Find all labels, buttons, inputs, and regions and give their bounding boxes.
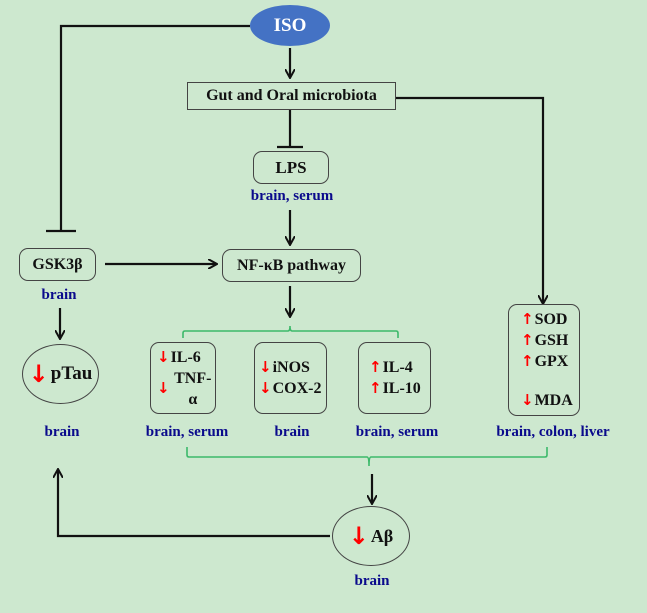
marker-row: ↓IL-6 [157,347,201,368]
marker-label: iNOS [272,359,310,376]
gsk3b-node: GSK3β [19,248,96,281]
marker-row: ↑SOD [521,309,567,330]
marker-row: ↓iNOS [259,357,310,378]
up-arrow-icon: ↑ [521,331,534,349]
marker-label: IL-6 [170,348,201,366]
down-arrow-icon: ↓ [259,358,272,376]
lps-node: LPS [253,151,329,184]
abeta-location: brain [354,573,390,589]
lps-label: LPS [275,157,307,177]
marker-label: GPX [534,353,569,370]
cytokines-down-location: brain, serum [145,424,229,440]
gsk3b-location: brain [41,287,77,303]
enzymes-down-node: ↓iNOS ↓COX-2 [254,342,327,414]
down-arrow-icon: ↓ [521,391,534,409]
edge-abeta-ptau [58,470,330,538]
microbiota-node: Gut and Oral microbiota [187,82,396,110]
marker-label: COX-2 [272,380,322,397]
down-arrow-icon: ↓ [259,379,272,397]
marker-row: ↓TNF-α [157,368,215,410]
marker-label: GSH [534,332,569,349]
marker-row: ↓COX-2 [259,378,321,399]
ptau-node: ↓ pTau [22,344,99,404]
marker-label: MDA [534,392,573,409]
marker-label: SOD [534,311,568,328]
marker-row: ↑GPX [521,351,568,372]
nfkb-label: NF-κB pathway [237,256,346,274]
down-arrow-icon: ↓ [28,360,49,388]
bracket-bottom [186,447,548,467]
abeta-label: Aβ [370,525,394,546]
oxidative-location: brain, colon, liver [496,424,610,440]
marker-row: ↓MDA [521,390,573,411]
marker-row: ↑IL-10 [369,378,421,399]
enzymes-down-location: brain [274,424,310,440]
down-arrow-icon: ↓ [348,522,369,550]
edge-iso-gsk3b [59,24,250,231]
cytokines-up-location: brain, serum [355,424,439,440]
marker-label: IL-4 [382,359,413,376]
up-arrow-icon: ↑ [369,358,382,376]
ptau-label: pTau [50,363,93,384]
iso-label: ISO [273,14,307,36]
up-arrow-icon: ↑ [521,352,534,370]
bracket-top [182,325,399,338]
ptau-location: brain [44,424,80,440]
lps-location: brain, serum [250,188,334,204]
abeta-node: ↓ Aβ [332,506,410,566]
down-arrow-icon: ↓ [157,347,170,366]
down-arrow-icon: ↓ [157,379,170,397]
up-arrow-icon: ↑ [369,379,382,397]
marker-row: ↑GSH [521,330,568,351]
edge-microbiota-oxidative [396,96,543,303]
cytokines-up-node: ↑IL-4 ↑IL-10 [358,342,431,414]
gsk3b-label: GSK3β [32,255,83,273]
up-arrow-icon: ↑ [521,310,534,328]
iso-node: ISO [250,5,330,46]
oxidative-node: ↑SOD ↑GSH ↑GPX ↓MDA [508,304,580,416]
marker-label: IL-10 [382,380,421,397]
nfkb-node: NF-κB pathway [222,249,361,282]
cytokines-down-node: ↓IL-6 ↓TNF-α [150,342,216,414]
marker-row: ↑IL-4 [369,357,413,378]
marker-label: TNF-α [174,369,212,408]
microbiota-label: Gut and Oral microbiota [206,87,377,104]
